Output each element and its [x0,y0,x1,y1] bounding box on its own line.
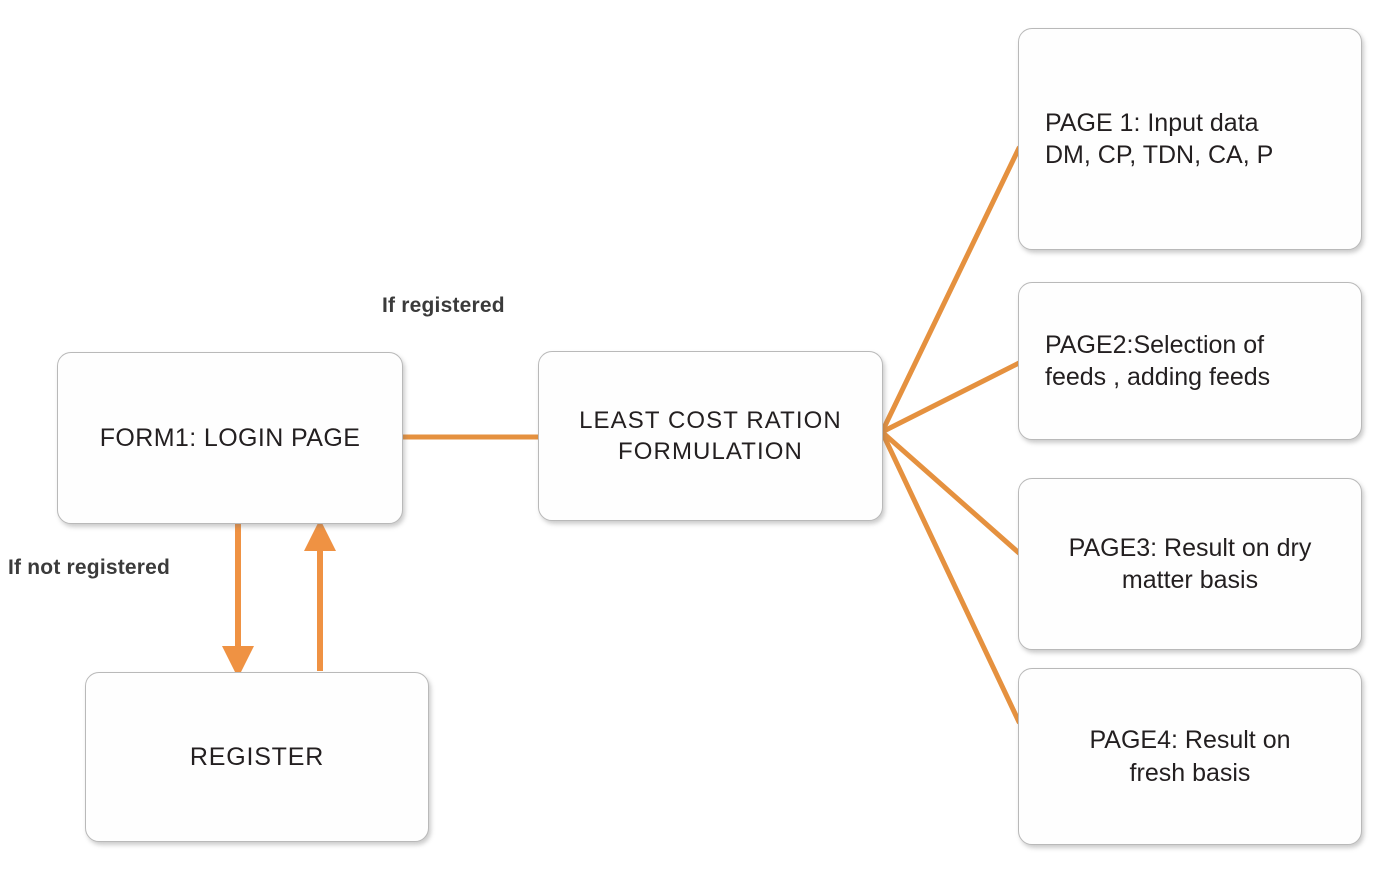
arrowhead-down-to-register [222,646,254,678]
edge-label-if-registered: If registered [382,294,505,317]
node-page4-label: PAGE4: Result on fresh basis [1089,726,1291,787]
connector-hub-to-page1 [879,145,1022,435]
node-register-label: REGISTER [189,742,325,771]
connector-hub-to-page3 [879,429,1022,556]
connector-hub-to-page2 [879,360,1022,435]
node-form1-login-page[interactable]: FORM1: LOGIN PAGE [57,352,403,524]
node-register[interactable]: REGISTER [85,672,429,842]
node-hub-label: LEAST COST RATION FORMULATION [579,406,842,465]
node-page2-label: PAGE2:Selection of feeds , adding feeds [1045,330,1271,392]
node-page2-selection-of-feeds[interactable]: PAGE2:Selection of feeds , adding feeds [1018,282,1362,440]
arrowhead-up-to-form1 [304,519,336,551]
node-page3-result-dry-matter-basis[interactable]: PAGE3: Result on dry matter basis [1018,478,1362,650]
node-page1-label: PAGE 1: Input data DM, CP, TDN, CA, P [1045,108,1274,170]
node-page4-result-fresh-basis[interactable]: PAGE4: Result on fresh basis [1018,668,1362,845]
node-page3-label: PAGE3: Result on dry matter basis [1068,533,1312,595]
node-least-cost-ration-formulation[interactable]: LEAST COST RATION FORMULATION [538,351,883,521]
node-page1-input-data[interactable]: PAGE 1: Input data DM, CP, TDN, CA, P [1018,28,1362,250]
connector-hub-to-page4 [879,429,1022,725]
node-form1-label: FORM1: LOGIN PAGE [99,423,361,452]
edge-label-if-not-registered: If not registered [8,556,171,579]
